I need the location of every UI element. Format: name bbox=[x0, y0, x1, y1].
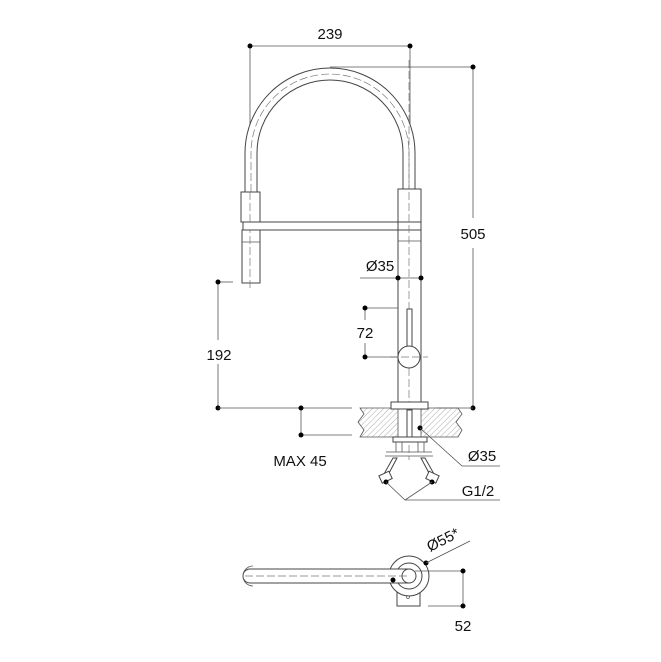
spout-diameter-label: Ø35 bbox=[366, 258, 394, 275]
dimension-spout-diameter: Ø35 bbox=[360, 258, 424, 281]
spray-label: 192 bbox=[206, 347, 231, 364]
max-counter-label: MAX 45 bbox=[273, 453, 326, 470]
dimension-max-counter: MAX 45 bbox=[273, 405, 352, 470]
dimension-height: 505 bbox=[330, 64, 486, 411]
dimension-spray: 192 bbox=[206, 279, 352, 411]
connection-label: G1/2 bbox=[462, 483, 495, 500]
countertop bbox=[357, 401, 463, 438]
dimension-hole: Ø35 bbox=[417, 425, 500, 467]
base-diameter-label: Ø55* bbox=[424, 525, 462, 556]
plan-depth-label: 52 bbox=[455, 618, 472, 635]
width-label: 239 bbox=[317, 26, 342, 43]
plan-view: Ø55* 52 bbox=[242, 525, 472, 635]
spray-holder-bar bbox=[242, 221, 404, 231]
lever bbox=[406, 308, 413, 348]
mounting-and-hoses bbox=[378, 436, 440, 484]
dimension-width: 239 bbox=[247, 26, 413, 190]
lever-label: 72 bbox=[357, 325, 374, 342]
dimension-connection: G1/2 bbox=[383, 479, 500, 501]
hole-label: Ø35 bbox=[468, 448, 496, 465]
height-label: 505 bbox=[460, 226, 485, 243]
spray-head bbox=[240, 191, 261, 290]
dimension-lever: 72 bbox=[357, 305, 398, 360]
spout-arch bbox=[244, 67, 416, 193]
